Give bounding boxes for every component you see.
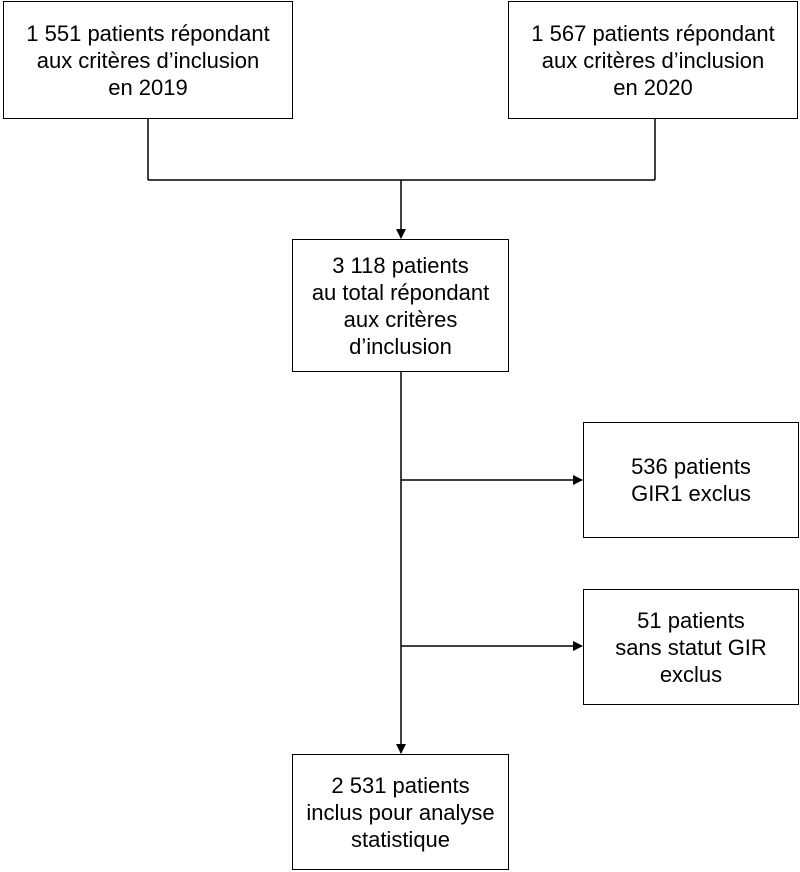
box-no-gir-excluded: 51 patients sans statut GIR exclus: [583, 589, 799, 705]
box-text-line: GIR1 exclus: [631, 481, 751, 506]
box-text-line: d’inclusion: [349, 333, 452, 359]
box-text-line: exclus: [659, 661, 723, 687]
box-patients-total: 3 118 patients au total répondant aux cr…: [292, 239, 509, 372]
box-gir1-excluded: 536 patients GIR1 exclus: [583, 422, 799, 538]
box-text-line: aux critères d’inclusion: [36, 47, 260, 73]
box-text-line: 1 567 patients répondant: [531, 20, 775, 46]
box-text-line: aux critères d’inclusion: [541, 47, 765, 73]
box-text-line: 1 551 patients répondant: [26, 20, 270, 46]
box-patients-2019: 1 551 patients répondant aux critères d’…: [3, 1, 293, 119]
box-patients-total-text: 3 118 patients au total répondant aux cr…: [312, 252, 489, 360]
box-text-line: aux critères: [343, 306, 458, 332]
box-text-line: inclus pour analyse: [306, 799, 495, 825]
box-patients-2020: 1 567 patients répondant aux critères d’…: [508, 1, 798, 119]
box-patients-2019-text: 1 551 patients répondant aux critères d’…: [26, 20, 269, 101]
box-text-line: en 2020: [613, 74, 693, 100]
box-gir1-excluded-text: 536 patients GIR1 exclus: [631, 453, 751, 507]
box-patients-2020-text: 1 567 patients répondant aux critères d’…: [531, 20, 774, 101]
box-patients-included-text: 2 531 patients inclus pour analyse stati…: [306, 772, 494, 853]
box-text-line: 51 patients: [637, 607, 745, 633]
box-text-line: sans statut GIR: [615, 634, 767, 660]
box-text-line: statistique: [350, 826, 451, 852]
box-no-gir-excluded-text: 51 patients sans statut GIR exclus: [615, 607, 767, 688]
box-text-line: 536 patients: [631, 454, 751, 479]
box-text-line: 2 531 patients: [331, 772, 470, 798]
box-text-line: en 2019: [108, 74, 188, 100]
box-patients-included: 2 531 patients inclus pour analyse stati…: [292, 754, 509, 870]
box-text-line: 3 118 patients: [332, 252, 469, 278]
box-text-line: au total répondant: [311, 279, 490, 305]
